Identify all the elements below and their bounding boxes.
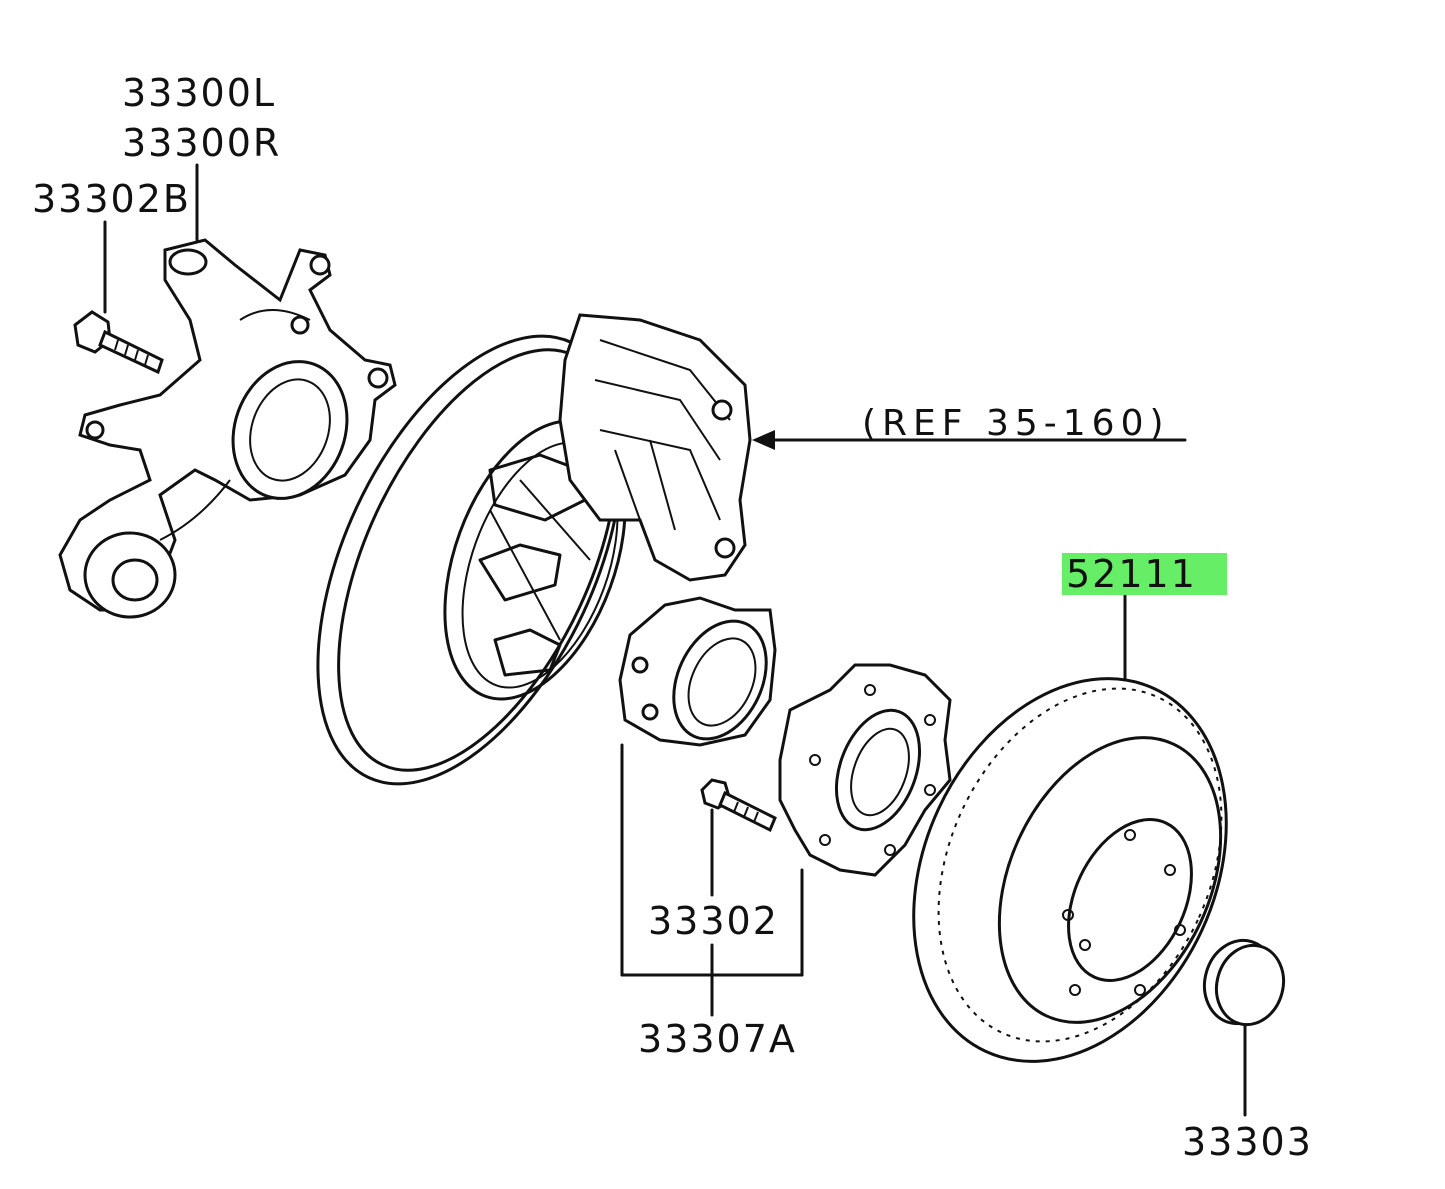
ref-arrow: [752, 430, 1187, 450]
label-hub-assembly: 33307A: [638, 1017, 797, 1061]
hub-cap: [1202, 938, 1286, 1027]
brake-caliper: [558, 313, 752, 582]
label-rotor: 52111: [1062, 553, 1227, 595]
label-hub-cap: 33303: [1182, 1120, 1313, 1164]
brake-rotor: [912, 677, 1228, 1063]
label-ref: (REF 35-160): [862, 403, 1170, 444]
hub-flange: [778, 663, 952, 877]
knuckle-bolt: [73, 310, 164, 375]
steering-knuckle: [58, 238, 397, 619]
label-knuckle-bolt: 33302B: [32, 177, 191, 221]
backing-plate: [316, 334, 627, 786]
label-hub-bolt: 33302: [648, 899, 779, 943]
label-knuckle-right: 33300R: [122, 121, 282, 165]
leader-lines: [103, 163, 1247, 1117]
hub-bolt: [700, 778, 777, 833]
label-knuckle-left: 33300L: [122, 71, 277, 115]
hub-bearing: [618, 596, 777, 747]
